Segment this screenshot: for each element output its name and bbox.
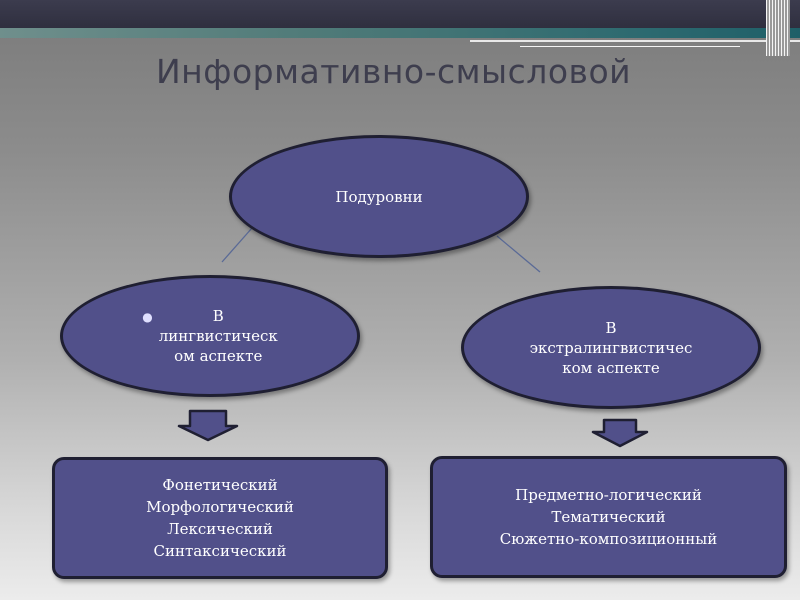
bullet-icon: ● <box>142 310 153 324</box>
teal-accent-band <box>0 28 800 38</box>
linguistic-node: ● В лингвистическ ом аспекте <box>60 275 360 397</box>
connector-left <box>221 227 253 263</box>
root-node: Подуровни <box>229 135 529 258</box>
root-node-label: Подуровни <box>335 187 423 206</box>
extralinguistic-node-label: В экстралингвистичес ком аспекте <box>529 318 693 377</box>
linguistic-node-content: ● В лингвистическ ом аспекте <box>142 306 278 366</box>
extralinguistic-levels-box: Предметно-логический Тематический Сюжетн… <box>430 456 787 578</box>
down-arrow-right <box>591 418 649 448</box>
top-dark-bar <box>0 0 800 28</box>
slide-title: Информативно-смысловой <box>156 52 632 91</box>
accent-line-thin <box>520 46 740 47</box>
connector-right <box>496 235 541 273</box>
linguistic-levels-box: Фонетический Морфологический Лексический… <box>52 457 388 579</box>
down-arrow-left <box>177 409 239 442</box>
linguistic-node-label: В лингвистическ ом аспекте <box>158 307 278 365</box>
decorative-stripes <box>766 0 790 56</box>
extralinguistic-node: В экстралингвистичес ком аспекте <box>461 286 761 409</box>
accent-line <box>470 40 800 42</box>
